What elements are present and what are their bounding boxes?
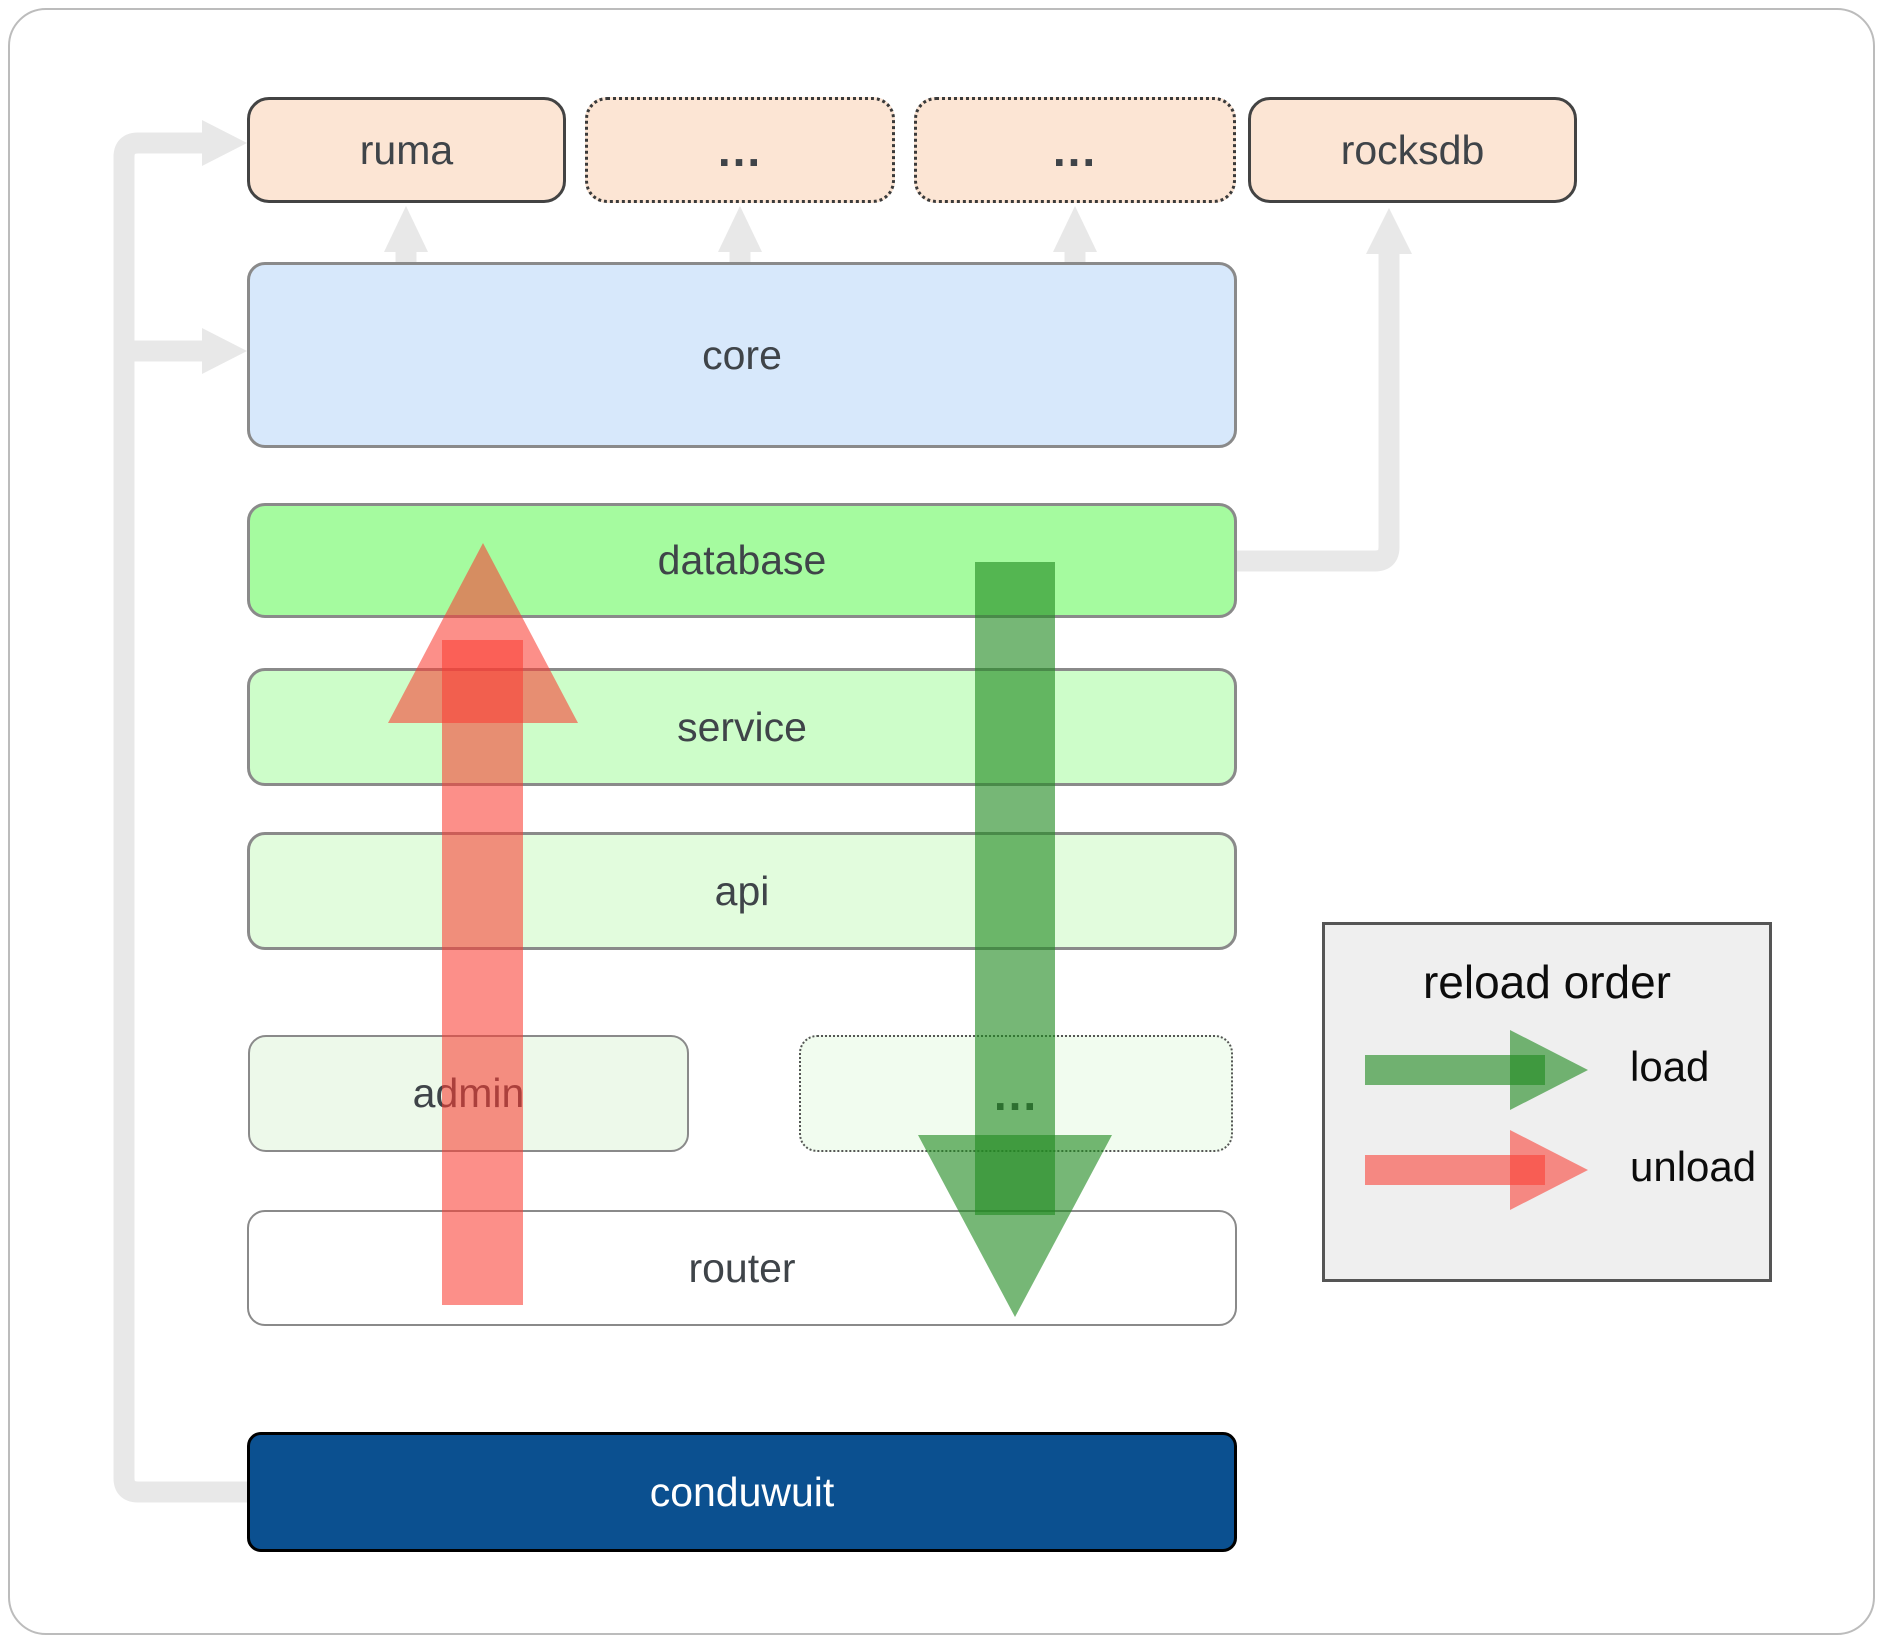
arrowhead-into-core [202, 328, 247, 374]
node-ruma-label: ruma [359, 126, 454, 173]
node-rocksdb-label: rocksdb [1340, 126, 1485, 173]
node-api: api [247, 832, 1237, 950]
unload-arrow-shaft [442, 640, 523, 1305]
node-ellipsis-top-2: ... [914, 97, 1236, 203]
node-ruma: ruma [247, 97, 566, 203]
node-conduwuit-label: conduwuit [649, 1468, 835, 1515]
arrowhead-into-ruma [202, 120, 247, 166]
node-database-label: database [657, 537, 827, 583]
node-ellipsis-top-1: ... [585, 97, 895, 203]
arrowhead-core-to-ruma [384, 206, 428, 252]
node-core: core [247, 262, 1237, 448]
arrowhead-core-to-dots2 [1053, 206, 1097, 252]
node-api-label: api [714, 867, 770, 914]
load-arrow-shaft [975, 562, 1055, 1215]
legend-unload-arrow-head [1510, 1130, 1588, 1210]
legend-unload-label: unload [1630, 1143, 1757, 1190]
node-service-label: service [677, 703, 807, 750]
connector-arrowheads [202, 120, 1412, 374]
node-database: database [247, 503, 1237, 618]
connector-paths [113, 132, 1400, 1503]
legend-load-arrow-head [1510, 1030, 1588, 1110]
node-rocksdb: rocksdb [1248, 97, 1577, 203]
conduwuit-to-ruma-path [113, 132, 247, 1503]
node-core-label: core [702, 331, 782, 378]
legend-box: reload order load unload [1322, 922, 1772, 1282]
node-ellipsis-top-2-label: ... [1052, 124, 1098, 176]
node-ellipsis-top-1-label: ... [717, 124, 763, 176]
outer-frame [8, 8, 1875, 1635]
node-service: service [247, 668, 1237, 786]
legend-load-label: load [1630, 1043, 1710, 1090]
node-router-label: router [688, 1244, 796, 1291]
arrowhead-into-rocksdb [1366, 208, 1412, 254]
database-to-rocksdb-path [1237, 252, 1400, 572]
arrowhead-core-to-dots1 [718, 206, 762, 252]
node-conduwuit: conduwuit [247, 1432, 1237, 1552]
legend-title: reload order [1422, 956, 1672, 1008]
node-router: router [247, 1210, 1237, 1326]
